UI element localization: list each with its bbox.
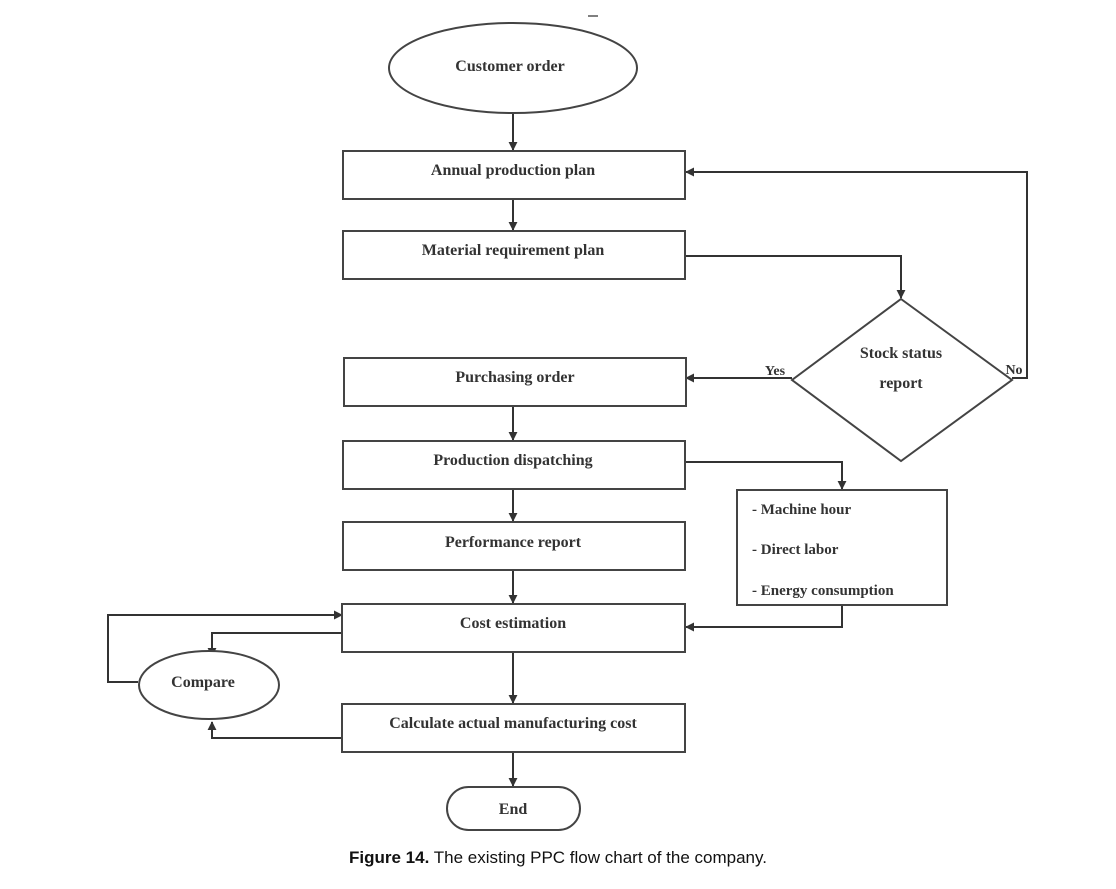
- production-dispatching-label: Production dispatching: [433, 452, 592, 469]
- node-end: End: [446, 786, 581, 831]
- node-material-requirement-plan: Material requirement plan: [342, 230, 686, 280]
- calculate-actual-label: Calculate actual manufacturing cost: [389, 715, 637, 732]
- node-purchasing-order: Purchasing order: [343, 357, 687, 407]
- material-plan-box: [342, 230, 686, 280]
- compare-label: Compare: [171, 674, 235, 691]
- purchasing-order-label: Purchasing order: [455, 369, 574, 386]
- customer-order-shape: [388, 22, 638, 114]
- node-calculate-actual-cost: Calculate actual manufacturing cost: [341, 703, 686, 753]
- edge-compare-to-cost: [107, 610, 343, 683]
- stock-status-diamond: [790, 297, 1014, 463]
- resource-item-direct-labor: - Direct labor: [752, 542, 839, 558]
- edge-cost-to-compare: [207, 632, 342, 657]
- material-plan-label: Material requirement plan: [422, 242, 605, 259]
- edge-label-yes: Yes: [765, 364, 786, 379]
- compare-shape: [138, 650, 280, 720]
- edge-stock-no-to-annual: [685, 167, 1028, 379]
- node-performance-report: Performance report: [342, 521, 686, 571]
- edge-calculate-to-compare: [207, 721, 342, 739]
- node-resource-list: - Machine hour - Direct labor - Energy c…: [736, 489, 948, 606]
- calculate-actual-box: [341, 703, 686, 753]
- figure-caption-label: Figure 14.: [349, 848, 430, 867]
- end-shape: [446, 786, 581, 831]
- resource-item-machine-hour: - Machine hour: [752, 502, 852, 518]
- production-dispatching-box: [342, 440, 686, 490]
- node-compare: Compare: [138, 650, 280, 720]
- stock-status-label-line2: report: [879, 375, 923, 392]
- resource-item-energy-consumption: - Energy consumption: [752, 583, 894, 599]
- node-annual-production-plan: Annual production plan: [342, 150, 686, 200]
- edge-material-to-stock: [685, 255, 906, 299]
- annual-plan-label: Annual production plan: [431, 162, 595, 179]
- cost-estimation-box: [341, 603, 686, 653]
- connectors: [107, 113, 1028, 787]
- figure-caption-text: The existing PPC flow chart of the compa…: [433, 848, 767, 867]
- performance-report-label: Performance report: [445, 534, 582, 551]
- performance-report-box: [342, 521, 686, 571]
- end-label: End: [499, 801, 528, 818]
- customer-order-label: Customer order: [455, 58, 564, 75]
- node-cost-estimation: Cost estimation: [341, 603, 686, 653]
- edge-resources-to-cost: [685, 605, 843, 632]
- node-customer-order: Customer order: [388, 22, 638, 114]
- cost-estimation-label: Cost estimation: [460, 615, 566, 632]
- figure-caption: Figure 14. The existing PPC flow chart o…: [0, 848, 1116, 868]
- edge-label-no: No: [1005, 363, 1022, 378]
- edge-dispatching-to-resources: [685, 461, 847, 490]
- stock-status-label-line1: Stock status: [860, 345, 942, 362]
- annual-plan-box: [342, 150, 686, 200]
- purchasing-order-box: [343, 357, 687, 407]
- node-stock-status-report: Stock status report: [790, 297, 1014, 463]
- resource-list-box: [736, 489, 948, 606]
- node-production-dispatching: Production dispatching: [342, 440, 686, 490]
